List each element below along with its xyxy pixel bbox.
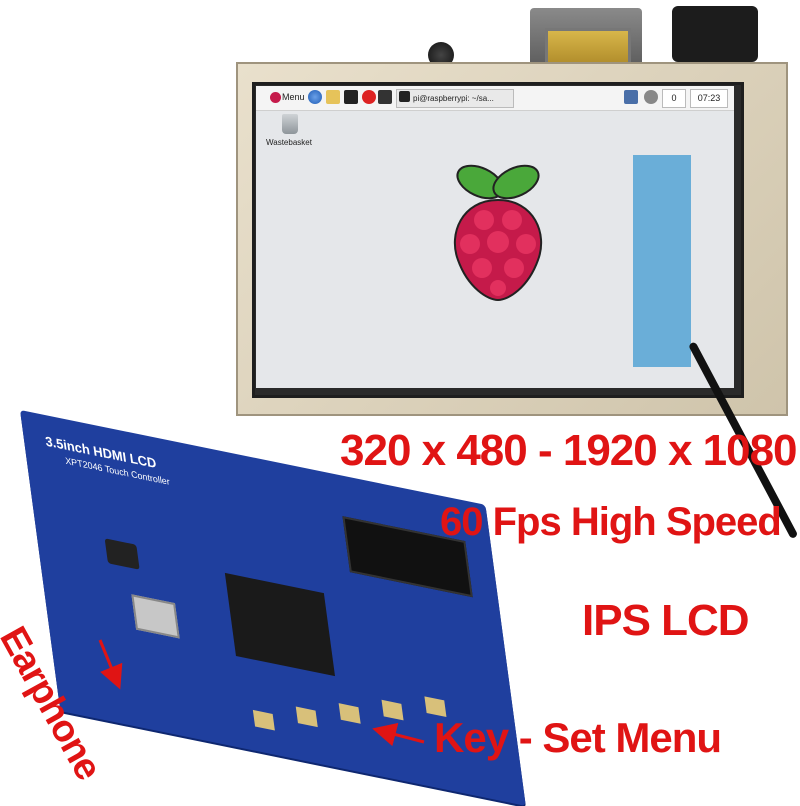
- menu-button-label: Menu: [282, 92, 305, 102]
- terminal-window-button[interactable]: pi@raspberrypi: ~/sa...: [396, 89, 514, 108]
- volume-icon[interactable]: [644, 90, 658, 104]
- controller-chip: [224, 572, 336, 677]
- raspberry-menu-icon: [270, 92, 281, 103]
- key-button[interactable]: [295, 706, 318, 728]
- clock: 07:23: [690, 89, 728, 108]
- taskbar: Menu pi@raspberrypi: ~/sa... 0 07:23: [256, 86, 734, 111]
- key-button[interactable]: [381, 699, 404, 721]
- file-manager-icon[interactable]: [326, 90, 340, 104]
- earphone-jack: [104, 538, 140, 570]
- berry-drupelets: [460, 210, 536, 296]
- menu-button[interactable]: Menu: [262, 89, 314, 106]
- network-icon[interactable]: [624, 90, 638, 104]
- key-button[interactable]: [338, 703, 361, 724]
- wastebasket-icon[interactable]: [282, 114, 298, 134]
- leaf-right-shape: [492, 164, 540, 200]
- usb-connector: [672, 6, 758, 62]
- terminal-window-label: pi@raspberrypi: ~/sa...: [413, 94, 494, 103]
- terminal-small-icon: [399, 91, 410, 102]
- raspbian-desktop: Menu pi@raspberrypi: ~/sa... 0 07:23 Was…: [256, 86, 734, 388]
- resolution-caption: 320 x 480 - 1920 x 1080: [340, 426, 798, 475]
- hdmi-port: [131, 594, 180, 639]
- wastebasket-label: Wastebasket: [266, 138, 312, 147]
- browser-icon[interactable]: [308, 90, 322, 104]
- mathematica-icon[interactable]: [362, 90, 376, 104]
- selection-rectangle: [633, 155, 691, 367]
- terminal-icon[interactable]: [344, 90, 358, 104]
- key-set-menu-caption: Key - Set Menu: [434, 714, 722, 761]
- key-button[interactable]: [252, 709, 275, 731]
- ips-caption: IPS LCD: [582, 596, 750, 645]
- wolfram-icon[interactable]: [378, 90, 392, 104]
- fps-caption: 60 Fps High Speed: [440, 500, 782, 544]
- cpu-monitor: 0: [662, 89, 686, 108]
- raspberry-pi-logo: [453, 164, 543, 302]
